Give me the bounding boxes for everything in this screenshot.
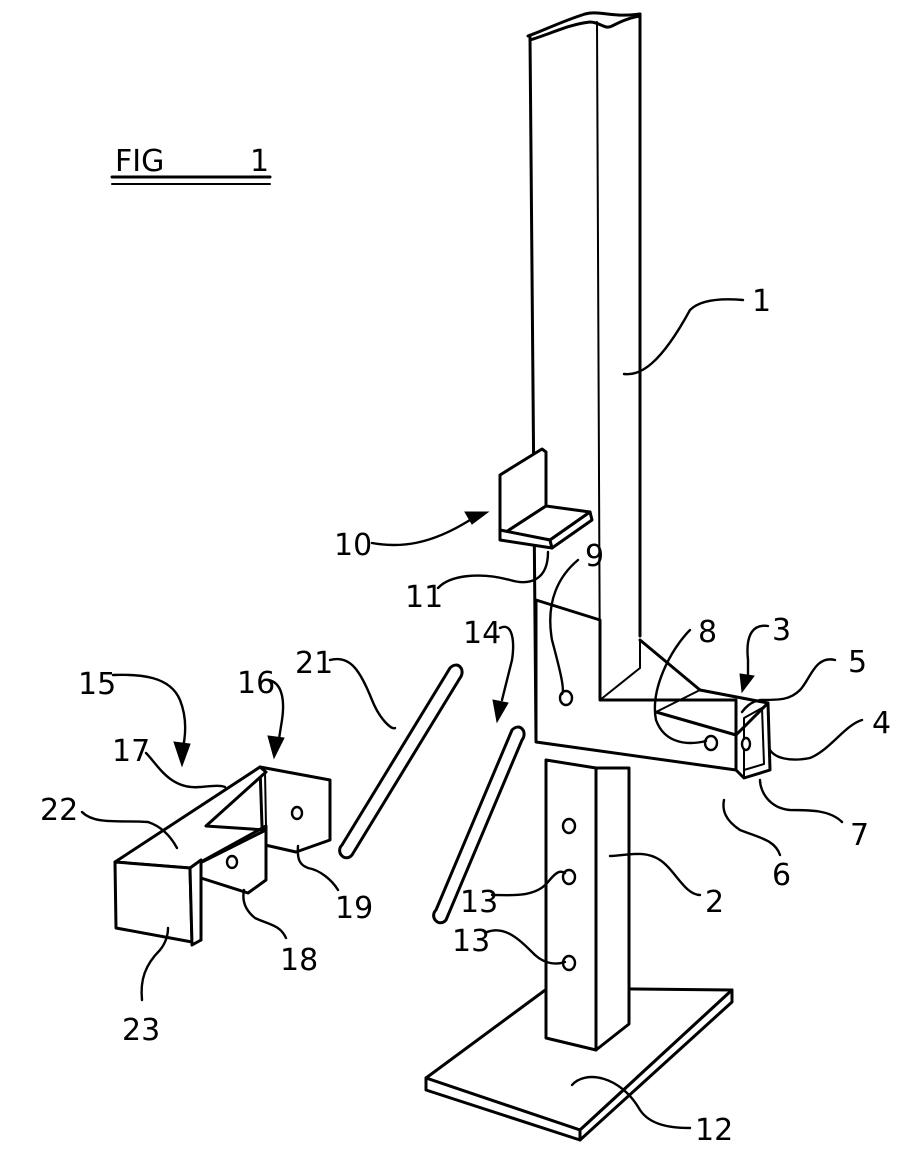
clamp-front-face bbox=[115, 862, 192, 942]
lower-tube bbox=[546, 760, 629, 1050]
label-top-wall: 5 bbox=[848, 645, 867, 680]
leader-bracket bbox=[747, 626, 768, 680]
leader-clamp-front bbox=[142, 928, 168, 1000]
figure-title-number: 1 bbox=[250, 144, 269, 179]
leader-front-edge bbox=[723, 800, 780, 855]
lower-tube-side-face bbox=[596, 768, 629, 1050]
leader-post bbox=[624, 299, 743, 374]
clamp-leg-hole bbox=[227, 856, 237, 868]
label-side-wall: 4 bbox=[872, 706, 891, 741]
post-middle-edge bbox=[597, 22, 600, 700]
arrowhead-bracket bbox=[740, 674, 754, 692]
label-angle-support: 10 bbox=[334, 528, 372, 563]
clamp-leg-edge bbox=[190, 860, 201, 945]
label-hole-8: 8 bbox=[698, 615, 717, 650]
bracket-top-edge-back bbox=[640, 640, 700, 690]
bracket-inner-corner bbox=[600, 668, 640, 700]
label-tube-hole-lower: 13 bbox=[452, 924, 490, 959]
label-lower-tube: 2 bbox=[705, 885, 724, 920]
leader-top-wall bbox=[742, 659, 835, 712]
clamp-flange-inner-edge bbox=[265, 772, 266, 826]
figure-title-prefix: FIG bbox=[115, 144, 164, 179]
tube-hole-top bbox=[563, 819, 575, 833]
leader-pin-short bbox=[500, 627, 513, 700]
leader-clamp-top-edge bbox=[146, 753, 225, 787]
flange-hole bbox=[292, 807, 302, 819]
label-post: 1 bbox=[752, 284, 771, 319]
lower-tube-front-face bbox=[546, 760, 596, 1050]
label-clamp-assembly: 15 bbox=[78, 667, 116, 702]
label-clamp-leg: 18 bbox=[280, 943, 318, 978]
bracket-hole-8 bbox=[705, 736, 717, 750]
label-base-plate: 12 bbox=[695, 1113, 733, 1148]
arrowhead-clamp-assembly bbox=[174, 742, 190, 766]
label-tube-hole-upper: 13 bbox=[460, 885, 498, 920]
leader-inner-edge bbox=[760, 780, 842, 822]
arrowhead-pin-short bbox=[493, 700, 508, 722]
figure-title: FIG 1 bbox=[112, 144, 270, 184]
label-pin-long: 21 bbox=[295, 646, 333, 681]
label-front-edge: 6 bbox=[772, 858, 791, 893]
label-bracket: 3 bbox=[772, 613, 791, 648]
label-clamp-top: 22 bbox=[40, 793, 78, 828]
leader-flange-hole bbox=[298, 846, 338, 890]
angle-support bbox=[500, 449, 592, 548]
label-clamp-top-edge: 17 bbox=[112, 734, 150, 769]
leader-clamp-leg bbox=[243, 890, 286, 938]
label-clamp-flange: 16 bbox=[237, 666, 275, 701]
leader-angle-foot bbox=[438, 552, 548, 588]
label-angle-foot: 11 bbox=[405, 580, 443, 615]
leader-angle-support bbox=[372, 520, 470, 545]
pin-long bbox=[340, 665, 462, 858]
label-hole-9: 9 bbox=[585, 539, 604, 574]
bracket-end-hole bbox=[742, 738, 750, 750]
label-pin-short: 14 bbox=[463, 616, 501, 651]
label-flange-hole: 19 bbox=[335, 891, 373, 926]
leader-side-wall bbox=[770, 720, 862, 760]
label-clamp-front: 23 bbox=[122, 1013, 160, 1048]
leader-pin-long bbox=[330, 659, 395, 728]
arrowhead-clamp-flange bbox=[268, 736, 284, 758]
bracket bbox=[536, 600, 770, 778]
label-inner-edge: 7 bbox=[850, 818, 869, 853]
